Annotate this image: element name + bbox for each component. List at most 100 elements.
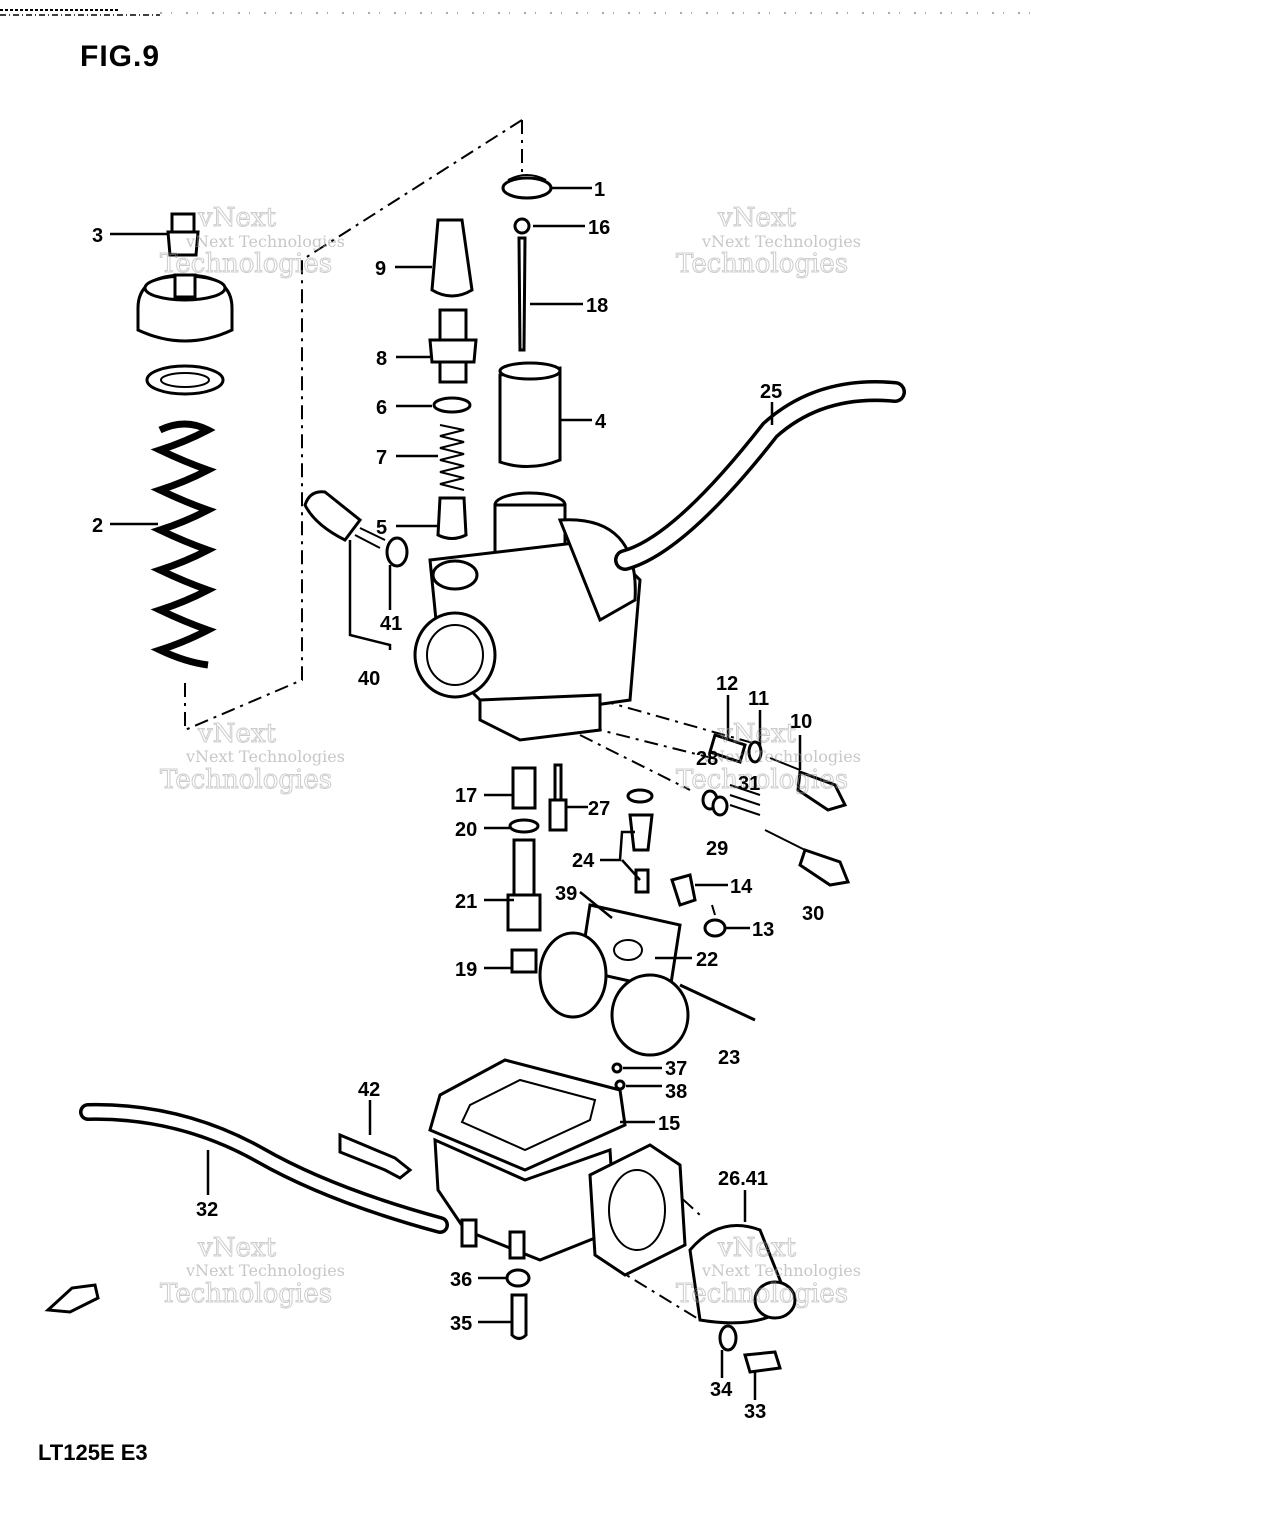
cover-screw-part: [743, 1350, 782, 1374]
gasket-ring-part: [145, 364, 225, 396]
pilot-jet-part: [548, 763, 568, 832]
starter-knob-part: [303, 490, 409, 568]
svg-text:vNext: vNext: [717, 719, 796, 749]
callout-11: 11: [748, 688, 769, 710]
callout-25: 25: [760, 381, 782, 403]
figure-title: FIG.9: [80, 40, 161, 73]
ring-part: [513, 217, 531, 235]
svg-text:Technologies: Technologies: [676, 1279, 848, 1309]
callout-15: 15: [658, 1113, 680, 1135]
callout-12: 12: [716, 673, 738, 695]
callout-16: 16: [588, 217, 610, 239]
cable-cap-part: [430, 218, 474, 298]
svg-text:Technologies: Technologies: [676, 765, 848, 795]
clip-part: [501, 174, 553, 200]
callout-38: 38: [665, 1081, 687, 1103]
bowl-washer-part: [505, 1268, 531, 1288]
float-assembly-part: [538, 903, 690, 1057]
drain-screw-part: [338, 1132, 413, 1180]
top-cap-part: [136, 273, 234, 343]
callout-26-41: 26.41: [718, 1168, 768, 1190]
callout-18: 18: [586, 295, 608, 317]
callout-30: 30: [802, 903, 824, 925]
starter-plunger-part: [436, 496, 468, 540]
callout-31: 31: [738, 773, 760, 795]
svg-text:vNext Technologies: vNext Technologies: [701, 747, 861, 766]
svg-text:vNext Technologies: vNext Technologies: [701, 1261, 861, 1280]
svg-text:Technologies: Technologies: [160, 765, 332, 795]
callout-9: 9: [375, 258, 386, 280]
callout-2: 2: [92, 515, 103, 537]
callout-6: 6: [376, 397, 387, 419]
svg-text:vNext: vNext: [717, 1233, 796, 1263]
throttle-valve-part: [498, 361, 562, 468]
callout-7: 7: [376, 447, 387, 469]
float-pin-part: [679, 983, 756, 1022]
forward-arrow-icon: [44, 1283, 100, 1314]
model-label: LT125E E3: [38, 1440, 148, 1465]
air-screw-part: [701, 784, 851, 887]
float-bowl-part: [428, 1058, 687, 1277]
watermark-group: vNext vNext Technologies Technologies vN…: [160, 203, 861, 1310]
svg-text:Technologies: Technologies: [160, 249, 332, 279]
callout-29: 29: [706, 838, 728, 860]
needle-valve-part: [626, 788, 654, 894]
callout-40: 40: [358, 668, 380, 690]
callout-42: 42: [358, 1079, 380, 1101]
spring-7-part: [439, 424, 465, 491]
svg-text:vNext: vNext: [717, 203, 796, 233]
bowl-screw-part: [510, 1293, 528, 1340]
svg-text:vNext Technologies: vNext Technologies: [185, 232, 345, 251]
callout-13: 13: [752, 919, 774, 941]
callout-41: 41: [380, 613, 402, 635]
callout-22: 22: [696, 949, 718, 971]
float-arm-part: [670, 873, 697, 907]
callout-3: 3: [92, 225, 103, 247]
accelerator-cover-part: [688, 1224, 797, 1325]
callout-32: 32: [196, 1199, 218, 1221]
callout-33: 33: [744, 1401, 766, 1423]
scan-noise: [0, 9, 1030, 16]
top-screw-part: [166, 212, 200, 257]
svg-text:vNext: vNext: [197, 1233, 276, 1263]
callout-labels: 1 16 3 9 18 8 6 4 25 7 2 5 41 40 12 11 1…: [92, 179, 824, 1423]
callout-10: 10: [790, 711, 812, 733]
callout-36: 36: [450, 1269, 472, 1291]
vent-tube-part: [617, 383, 903, 568]
carburetor-body-part: [413, 491, 642, 742]
callout-1: 1: [594, 179, 605, 201]
callout-4: 4: [595, 411, 607, 433]
callout-23: 23: [718, 1047, 740, 1069]
o-ring-6-part: [432, 396, 472, 414]
throttle-spring-part: [150, 420, 217, 669]
svg-text:vNext Technologies: vNext Technologies: [185, 1261, 345, 1280]
drain-hose-part: [82, 1106, 446, 1231]
float-pin-screw-part: [703, 904, 727, 938]
callout-28: 28: [696, 748, 718, 770]
callout-35: 35: [450, 1313, 472, 1335]
callout-8: 8: [376, 348, 387, 370]
callout-5: 5: [376, 517, 387, 539]
callout-20: 20: [455, 819, 477, 841]
cover-washer-part: [718, 1324, 738, 1352]
callout-14: 14: [730, 876, 753, 898]
assembly-line-top: [184, 119, 523, 732]
pilot-screw-part: [708, 733, 848, 812]
svg-text:vNext: vNext: [197, 719, 276, 749]
callout-24: 24: [572, 850, 595, 872]
leader-lines: [110, 186, 802, 1400]
svg-text:Technologies: Technologies: [676, 249, 848, 279]
callout-21: 21: [455, 891, 477, 913]
washer-37-part: [611, 1062, 623, 1074]
jet-needle-part: [517, 236, 527, 352]
svg-text:Technologies: Technologies: [160, 1279, 332, 1309]
cable-adjuster-part: [428, 308, 478, 384]
svg-text:vNext: vNext: [197, 203, 276, 233]
callout-19: 19: [455, 959, 477, 981]
svg-text:vNext Technologies: vNext Technologies: [185, 747, 345, 766]
main-jet-stack-part: [506, 766, 542, 974]
svg-text:vNext Technologies: vNext Technologies: [701, 232, 861, 251]
callout-39: 39: [555, 883, 577, 905]
callout-27: 27: [588, 798, 610, 820]
